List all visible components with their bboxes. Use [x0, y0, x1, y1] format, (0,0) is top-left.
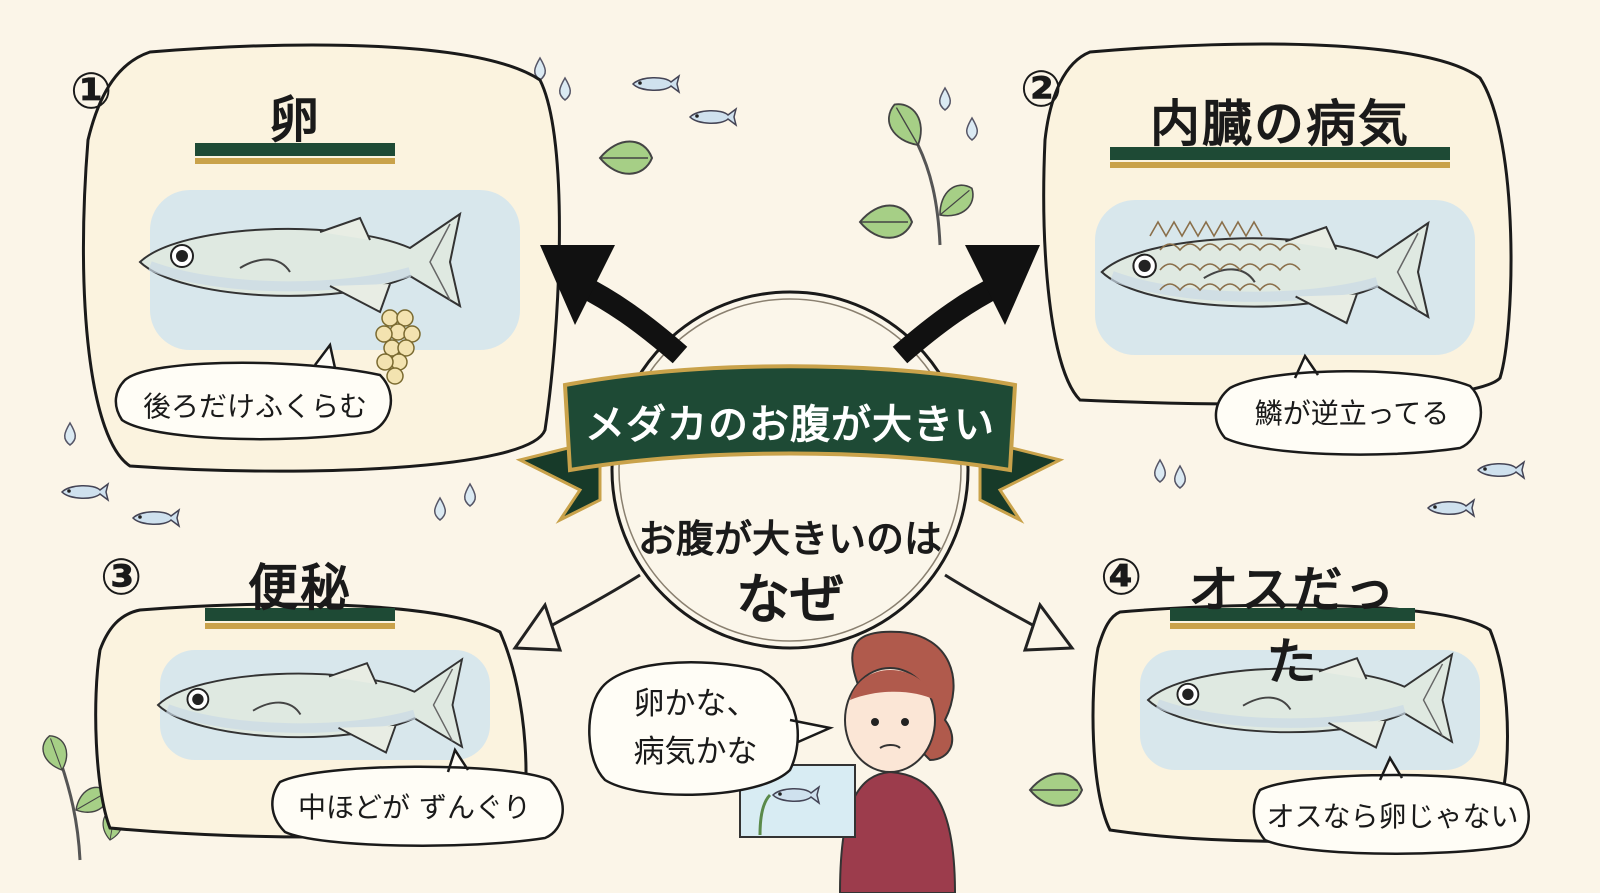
arrows: [512, 245, 1075, 652]
arrow-head-outline: [512, 601, 563, 652]
title-underline-gold: [1170, 623, 1415, 629]
small-fish-icon: [61, 483, 109, 501]
water-drop-icon: [965, 117, 979, 141]
raised-scales-icon: [1149, 220, 1301, 292]
water-drop-icon: [463, 483, 477, 507]
arrow-to-disease: [892, 275, 1005, 364]
banner-ribbon: [515, 364, 1065, 524]
title-underline: [1110, 147, 1450, 160]
cause-number-1: ①: [70, 62, 113, 120]
title-underline: [205, 608, 395, 621]
caption-disease: 鱗が逆立ってる: [1254, 397, 1450, 430]
speech-line-2: 病気かな: [633, 734, 758, 770]
arrow-head-outline: [1022, 601, 1075, 652]
caption-bubble: [271, 747, 564, 847]
plant-icon: [37, 731, 126, 861]
title-underline-gold: [195, 158, 395, 164]
water-drop-icon: [558, 77, 572, 101]
arrow-head: [540, 245, 615, 325]
title-underline-gold: [205, 623, 395, 629]
cause-panel-3: [94, 602, 564, 847]
small-fish-icon: [1477, 461, 1525, 479]
cause-number-4: ④: [1100, 548, 1143, 606]
center-why: なぜ: [736, 568, 844, 631]
cause-number-3: ③: [100, 548, 143, 606]
cause-panel-2: [1042, 42, 1513, 456]
caption-male: オスなら卵じゃない: [1266, 800, 1519, 833]
water-drop-icon: [433, 497, 447, 521]
cause-panel-1: [81, 43, 561, 473]
lily-pad-icon: [599, 140, 653, 175]
water-drop-icon: [1173, 465, 1187, 489]
water-drop-icon: [938, 87, 952, 111]
cause-number-2: ②: [1020, 60, 1063, 118]
speech-text: 卵かな、 病気かな: [598, 680, 793, 776]
arrow-to-egg: [575, 275, 688, 364]
title-underline: [1170, 608, 1415, 621]
lily-pad-icon: [1029, 772, 1083, 807]
shirt: [838, 770, 957, 893]
cause-title-constipation: 便秘: [248, 559, 352, 617]
banner-title: メダカのお腹が大きい: [585, 402, 995, 448]
cause-title-disease: 内臓の病気: [1150, 95, 1410, 153]
small-fish-icon: [689, 108, 737, 126]
arrow-head: [965, 245, 1040, 325]
caption-constipation: 中ほどが ずんぐり: [298, 791, 531, 824]
arrow-to-male: [944, 573, 1046, 634]
caption-egg: 後ろだけふくらむ: [142, 390, 367, 423]
leaf-icon: [859, 204, 913, 239]
caption-bubble: [1214, 353, 1483, 456]
center-circle-inner: [618, 298, 962, 642]
title-underline: [195, 143, 395, 156]
banner-body: [562, 364, 1018, 473]
caption-bubble: [1252, 755, 1530, 855]
egg-cluster-icon: [375, 309, 421, 385]
cause-title-egg: 卵: [269, 91, 321, 149]
small-fish-icon: [632, 75, 680, 93]
title-underline-gold: [1110, 162, 1450, 168]
speech-line-1: 卵かな、: [633, 686, 758, 722]
water-drop-icon: [63, 422, 77, 446]
caption-bubble: [114, 342, 393, 441]
speech-bubble: [588, 661, 835, 796]
water-drop-icon: [1153, 459, 1167, 483]
cause-panel-4: [1091, 603, 1530, 855]
arrow-to-constipation: [539, 573, 641, 634]
small-fish-icon: [132, 509, 180, 527]
small-fish-icon: [1427, 499, 1475, 517]
center-question: お腹が大きいのは: [637, 517, 942, 561]
plant-icon: [880, 96, 981, 246]
cause-title-male: オスだった: [1188, 561, 1397, 691]
decoration-layer: [37, 57, 1525, 861]
